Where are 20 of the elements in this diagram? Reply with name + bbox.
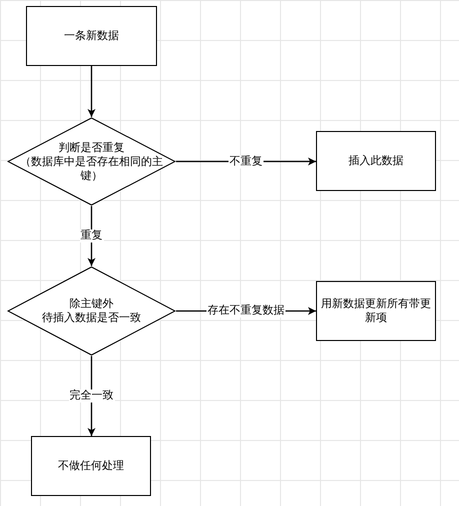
node-text: 用新数据更新所有带更新项 xyxy=(321,297,431,325)
node-text: 除主键外 xyxy=(70,297,114,311)
arrow xyxy=(88,206,96,266)
node-text: 不做任何处理 xyxy=(58,459,124,473)
edge-label: 重复 xyxy=(80,230,104,242)
arrow xyxy=(88,66,96,117)
process-box xyxy=(316,281,436,341)
node-text: （数据库中是否存在相同的主键） xyxy=(19,154,164,182)
edge-label: 存在不重复数据 xyxy=(206,304,286,318)
decision-diamond xyxy=(7,117,176,206)
decision-diamond xyxy=(7,266,176,356)
edge-label: 不重复 xyxy=(228,155,264,168)
node-text: 插入此数据 xyxy=(348,154,404,168)
node-text: 一条新数据 xyxy=(64,29,119,43)
process-box xyxy=(31,436,151,496)
node-text: 待插入数据是否一致 xyxy=(41,311,142,325)
process-box xyxy=(316,131,436,191)
node-text: 判断是否重复 xyxy=(58,140,124,154)
edge-label: 完全一致 xyxy=(68,390,114,402)
process-box xyxy=(26,6,157,66)
